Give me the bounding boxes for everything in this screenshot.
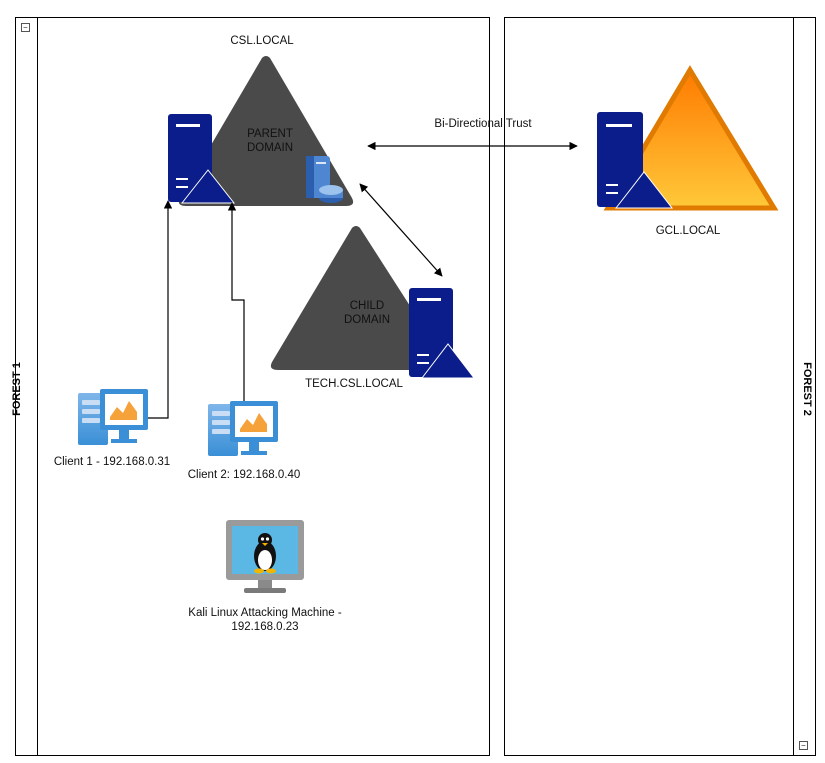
forest-1-header: – FOREST 1: [11, 18, 38, 755]
external-domain-name: GCL.LOCAL: [655, 225, 721, 237]
client-2-connector[interactable]: [227, 202, 245, 410]
trust-label: Bi-Directional Trust: [434, 118, 532, 130]
client-2-label: Client 2: 192.168.0.40: [187, 469, 301, 481]
external-domain-controller-icon[interactable]: [597, 112, 674, 209]
child-domain-name: TECH.CSL.LOCAL: [305, 378, 403, 390]
child-domain-triangle[interactable]: [270, 226, 448, 370]
child-domain-controller-icon[interactable]: [409, 288, 476, 379]
parent-domain-controller-icon[interactable]: [168, 114, 236, 204]
linux-penguin-icon: [254, 533, 276, 574]
client-1-workstation-icon[interactable]: [78, 389, 148, 445]
collapse-toggle-icon[interactable]: –: [21, 23, 30, 32]
collapse-toggle-icon[interactable]: –: [799, 741, 808, 750]
external-domain-triangle[interactable]: [603, 65, 779, 211]
database-server-icon: [306, 156, 343, 203]
client-1-connector[interactable]: [148, 200, 173, 419]
parent-child-trust-arrow[interactable]: [359, 183, 443, 277]
forest-2-header: – FOREST 2: [793, 18, 815, 755]
kali-linux-machine-icon[interactable]: [226, 520, 304, 593]
kali-machine-label: Kali Linux Attacking Machine - 192.168.0…: [188, 607, 342, 633]
client-1-label: Client 1 - 192.168.0.31: [53, 456, 171, 468]
client-2-workstation-icon[interactable]: [208, 401, 278, 456]
parent-domain-name: CSL.LOCAL: [230, 35, 294, 47]
child-domain-label: CHILD DOMAIN: [344, 300, 390, 326]
parent-domain-label: PARENT DOMAIN: [247, 128, 293, 154]
